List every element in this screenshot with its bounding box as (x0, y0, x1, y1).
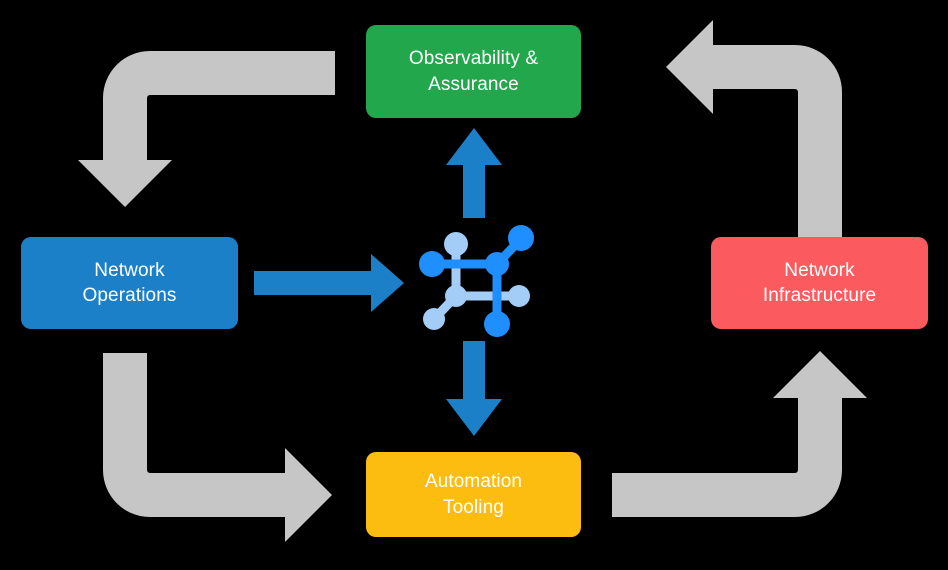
network-topology-icon (419, 225, 534, 337)
network-operations-box[interactable]: Network Operations (21, 237, 238, 329)
observability-assurance-box[interactable]: Observability & Assurance (366, 25, 581, 118)
automation-tooling-box[interactable]: Automation Tooling (366, 452, 581, 537)
arrow-center-to-observability (446, 128, 502, 218)
arrow-observability-to-network-operations (78, 51, 335, 207)
observability-assurance-label: Observability & Assurance (408, 48, 539, 95)
arrow-automation-tooling-to-network-infrastructure (612, 351, 867, 517)
network-infrastructure-box[interactable]: Network Infrastructure (711, 237, 928, 329)
network-operations-label: Network Operations (82, 259, 177, 306)
arrow-network-operations-to-automation-tooling (103, 353, 332, 542)
network-infrastructure-label: Network Infrastructure (762, 259, 877, 306)
arrow-network-infrastructure-to-observability (666, 20, 842, 238)
automation-tooling-label: Automation Tooling (424, 471, 523, 518)
arrow-center-to-automation-tooling (446, 341, 502, 436)
arrow-network-operations-to-center (254, 254, 404, 312)
